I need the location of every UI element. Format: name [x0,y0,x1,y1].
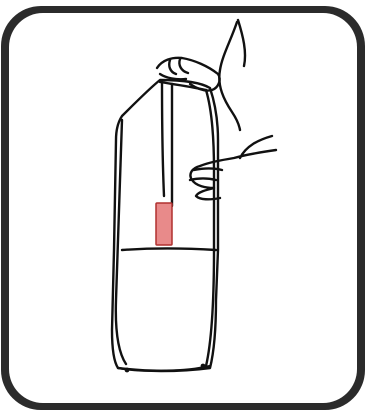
bag-foot-right [201,364,206,369]
highlight-tag [156,203,172,245]
bag-foot-left [125,368,130,373]
